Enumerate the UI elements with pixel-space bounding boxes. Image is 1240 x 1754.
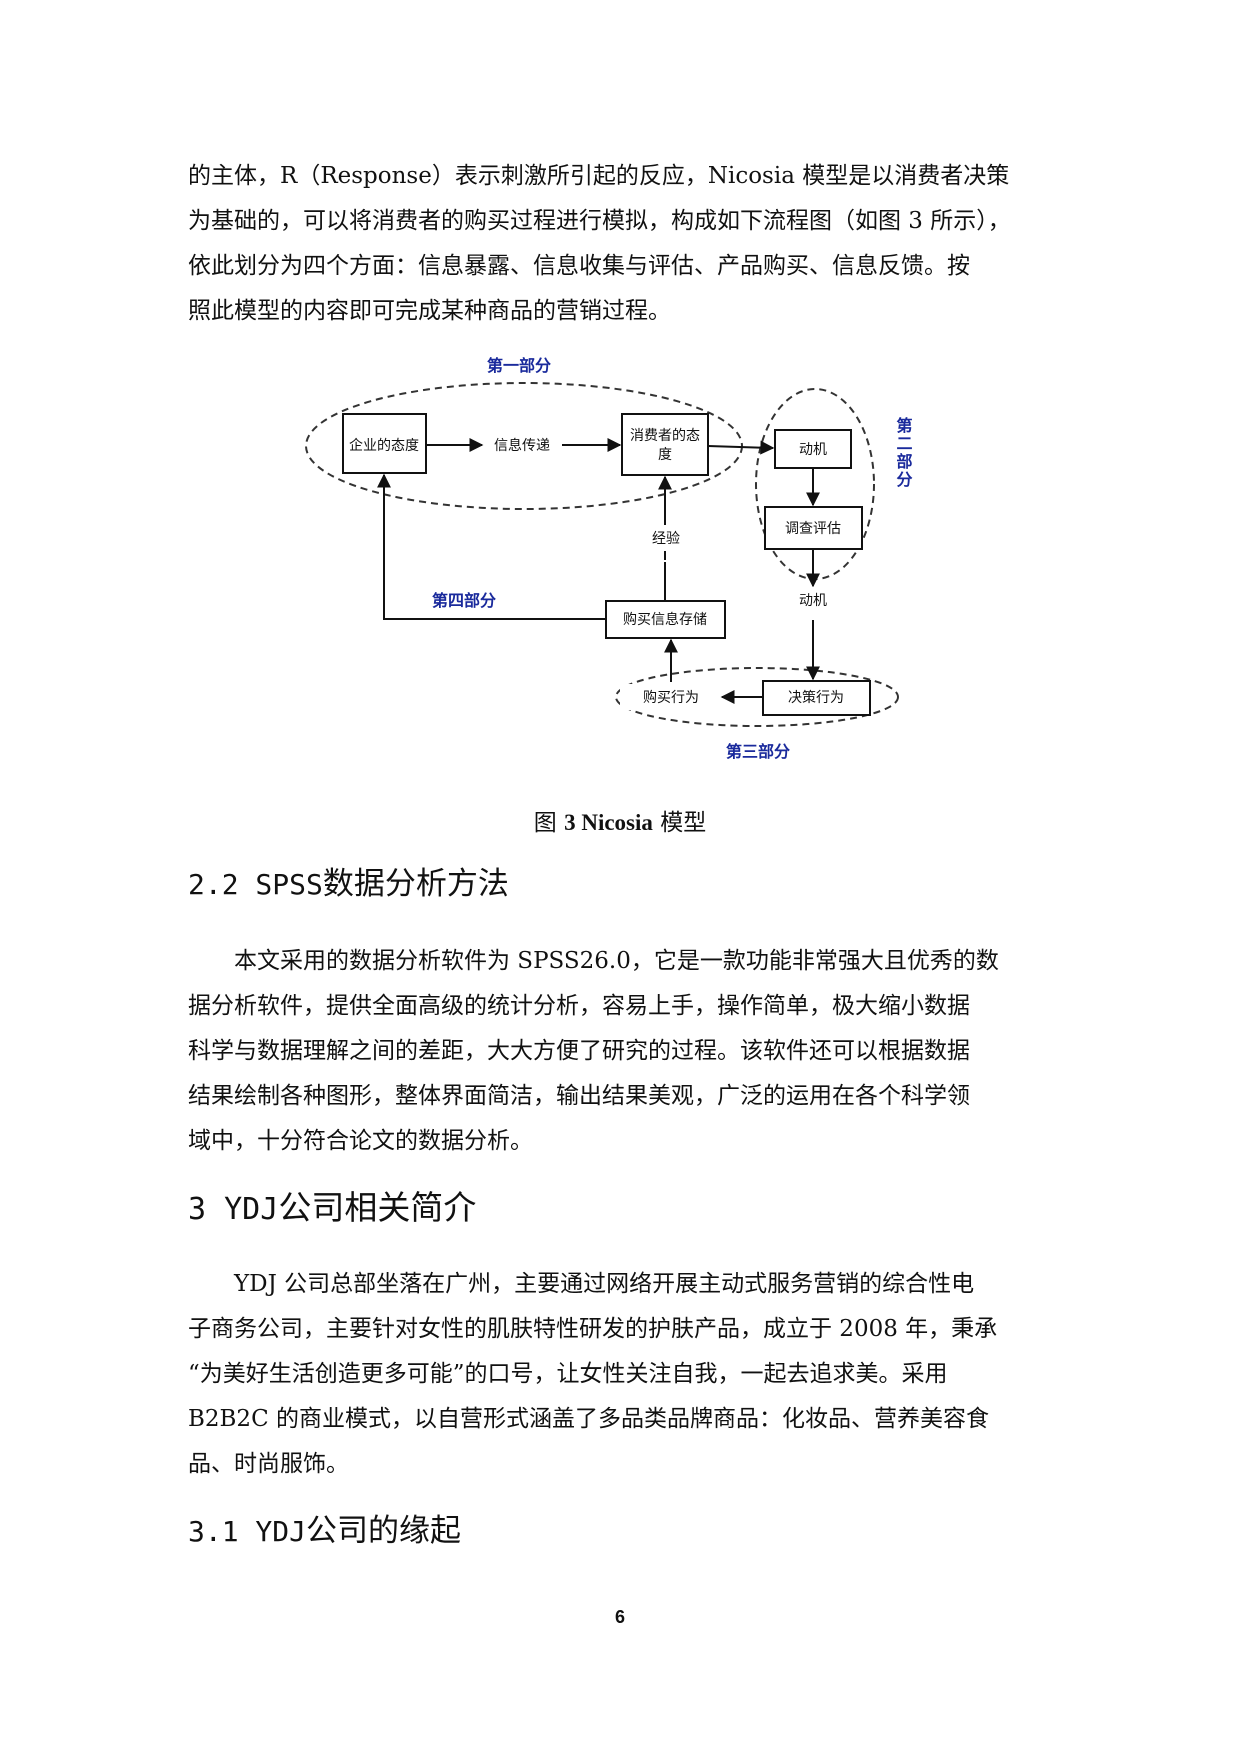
consumer-attitude-box xyxy=(621,413,709,476)
section-number: 3 YDJ xyxy=(188,1192,279,1227)
part3-ellipse xyxy=(615,667,899,727)
caption-prefix: 图 xyxy=(533,810,565,836)
section-heading-2-2: 2.2 SPSS数据分析方法 xyxy=(188,858,509,903)
purchase-storage-label: 购买信息存储 xyxy=(623,611,707,628)
purchase-behavior-label: 购买行为 xyxy=(643,690,699,706)
part1-ellipse xyxy=(305,382,743,510)
feedback-arrow xyxy=(377,473,606,620)
section-title: 公司的缘起 xyxy=(306,1513,462,1549)
arrow xyxy=(707,440,775,455)
text-line: 据分析软件，提供全面高级的统计分析，容易上手，操作简单，极大缩小数据 xyxy=(188,993,970,1019)
investigation-box xyxy=(764,506,863,550)
part2-ellipse xyxy=(755,388,875,580)
enterprise-attitude-box xyxy=(342,413,427,474)
investigation-label: 调查评估 xyxy=(785,521,841,537)
section-title: 公司相关简介 xyxy=(278,1188,477,1227)
motivation2-label: 动机 xyxy=(799,593,827,609)
text-line: YDJ 公司总部坐落在广州，主要通过网络开展主动式服务营销的综合性电 xyxy=(234,1271,975,1297)
ydj-paragraph: YDJ 公司总部坐落在广州，主要通过网络开展主动式服务营销的综合性电 子商务公司… xyxy=(188,1262,1068,1487)
consumer-attitude-label: 消费者的态 xyxy=(630,428,700,444)
part2-label: 第二部分 xyxy=(894,416,913,489)
part4-label: 第四部分 xyxy=(432,591,496,610)
text-line: 结果绘制各种图形，整体界面简洁，输出结果美观，广泛的运用在各个科学领 xyxy=(188,1083,970,1109)
section-heading-3-1: 3.1 YDJ公司的缘起 xyxy=(188,1505,461,1550)
motivation-label: 动机 xyxy=(799,442,827,458)
text-line: B2B2C 的商业模式，以自营形式涵盖了多品类品牌商品：化妆品、营养美容食 xyxy=(188,1406,989,1432)
enterprise-attitude-label: 企业的态度 xyxy=(349,437,419,454)
part1-label: 第一部分 xyxy=(487,356,551,375)
figure-caption: 图 3 Nicosia 模型 xyxy=(0,803,1240,837)
section-heading-3: 3 YDJ公司相关简介 xyxy=(188,1181,476,1229)
text-line: 的主体，R（Response）表示刺激所引起的反应，Nicosia 模型是以消费… xyxy=(188,163,1010,189)
intro-paragraph: 的主体，R（Response）表示刺激所引起的反应，Nicosia 模型是以消费… xyxy=(188,154,1068,334)
text-line: 子商务公司，主要针对女性的肌肤特性研发的护肤产品，成立于 2008 年，秉承 xyxy=(188,1316,998,1342)
section-number: 2.2 SPSS xyxy=(188,868,323,901)
decision-behavior-label: 决策行为 xyxy=(788,689,844,706)
section-title: 数据分析方法 xyxy=(322,866,509,902)
caption-suffix: 模型 xyxy=(652,810,707,836)
text-line: “为美好生活创造更多可能”的口号，让女性关注自我，一起去追求美。采用 xyxy=(188,1361,948,1387)
decision-behavior-box xyxy=(762,680,871,716)
spss-paragraph: 本文采用的数据分析软件为 SPSS26.0，它是一款功能非常强大且优秀的数 据分… xyxy=(188,939,1068,1164)
nicosia-model-figure: 企业的态度 信息传递 消费者的态 度 动机 调查评估 经验 动机 购买信息存储 … xyxy=(305,356,913,761)
text-line: 为基础的，可以将消费者的购买过程进行模拟，构成如下流程图（如图 3 所示）， xyxy=(188,208,1011,234)
part3-label: 第三部分 xyxy=(726,742,790,761)
caption-number: 3 Nicosia xyxy=(564,810,653,835)
text-line: 照此模型的内容即可完成某种商品的营销过程。 xyxy=(188,298,671,324)
text-line: 科学与数据理解之间的差距，大大方便了研究的过程。该软件还可以根据数据 xyxy=(188,1038,970,1064)
consumer-attitude-label: 度 xyxy=(658,447,672,463)
info-transfer-label: 信息传递 xyxy=(494,437,550,454)
text-line: 域中，十分符合论文的数据分析。 xyxy=(188,1128,533,1154)
text-line: 本文采用的数据分析软件为 SPSS26.0，它是一款功能非常强大且优秀的数 xyxy=(234,948,999,974)
section-number: 3.1 YDJ xyxy=(188,1515,307,1548)
page-number: 6 xyxy=(614,1607,625,1627)
text-line: 依此划分为四个方面：信息暴露、信息收集与评估、产品购买、信息反馈。按 xyxy=(188,253,970,279)
experience-label: 经验 xyxy=(652,531,680,547)
text-line: 品、时尚服饰。 xyxy=(188,1451,349,1477)
motivation-box xyxy=(774,429,852,469)
